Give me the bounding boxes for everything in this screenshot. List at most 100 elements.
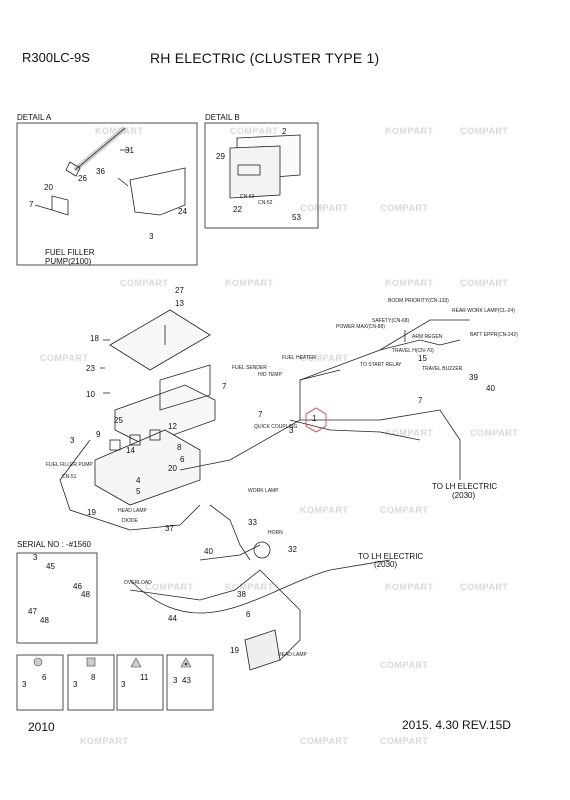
connector-label: CN-51	[62, 474, 77, 480]
part-number: 3	[33, 553, 38, 562]
part-number: CN-53	[240, 194, 255, 200]
watermark-compart: COMPART	[120, 278, 169, 288]
watermark-kompart: KOMPART	[385, 126, 434, 136]
watermark-compart: COMPART	[230, 126, 279, 136]
watermark-compart: COMPART	[40, 353, 89, 363]
part-number: 24	[178, 207, 187, 216]
serial-label: SERIAL NO : -#1560	[17, 540, 91, 549]
part-number: 48	[81, 590, 90, 599]
part-number: 2	[282, 127, 287, 136]
part-number: 3	[70, 436, 75, 445]
watermark-compart: COMPART	[300, 353, 349, 363]
part-number: 46	[73, 582, 82, 591]
fuel-pump-label: FUEL FILLER PUMP(2100)	[45, 248, 95, 266]
part-number: 40	[486, 384, 495, 393]
connector-label: WORK LAMP	[248, 488, 279, 494]
part-number: 1	[312, 414, 317, 423]
watermark-compart: COMPART	[380, 203, 429, 213]
part-number: 20	[44, 183, 53, 192]
part-number: 39	[469, 373, 478, 382]
part-number: 29	[216, 152, 225, 161]
connector-label: HORN	[268, 530, 283, 536]
revision-date: 2015. 4.30 REV.15D	[402, 718, 511, 732]
connector-label: DIODE	[122, 518, 138, 524]
connector-label: REAR WORK LAMP(CL-24)	[452, 308, 515, 314]
watermark-compart: COMPART	[380, 505, 429, 515]
connector-label: TO START RELAY	[360, 362, 402, 368]
connector-label: OVERLOAD	[124, 580, 152, 586]
watermark-kompart: KOMPART	[385, 278, 434, 288]
connector-label: POWER MAX(CN-88)	[336, 324, 385, 330]
connector-label: TRAVEL H(CN-70)	[392, 348, 434, 354]
connector-label: HEAD LAMP	[118, 508, 147, 514]
detail-a-title: DETAIL A	[17, 113, 52, 122]
detail-a-frame	[16, 122, 198, 266]
part-number: 5	[136, 487, 141, 496]
watermark-kompart: KOMPART	[225, 582, 274, 592]
legend-circle-icon	[33, 657, 43, 667]
connector-label: FUEL SENDER	[232, 365, 267, 371]
model-code: R300LC-9S	[22, 50, 90, 65]
part-number: 20	[168, 464, 177, 473]
legend-triangle-dot-icon	[180, 657, 192, 668]
part-number: 8	[91, 673, 96, 682]
page-title: RH ELECTRIC (CLUSTER TYPE 1)	[150, 50, 380, 66]
part-number: 7	[222, 382, 227, 391]
part-number: 33	[248, 518, 257, 527]
watermark-compart: COMPART	[300, 203, 349, 213]
part-number: 19	[230, 646, 239, 655]
part-number: 48	[40, 616, 49, 625]
part-number: 8	[177, 443, 182, 452]
watermark-compart: COMPART	[460, 278, 509, 288]
part-number: 3	[289, 426, 294, 435]
serial-frame	[16, 552, 98, 644]
part-number: 6	[42, 673, 47, 682]
part-number: 3	[173, 676, 178, 685]
detail-b-title: DETAIL B	[205, 113, 240, 122]
connector-label: H/D TEMP	[258, 372, 282, 378]
watermark-kompart: KOMPART	[385, 428, 434, 438]
part-number: 4	[136, 476, 141, 485]
detail-b-frame	[204, 122, 319, 229]
watermark-compart: COMPART	[460, 582, 509, 592]
part-number: 53	[292, 213, 301, 222]
part-number: 18	[90, 334, 99, 343]
watermark-compart: COMPART	[300, 736, 349, 746]
part-number: 11	[140, 673, 149, 682]
watermark-compart: COMPART	[470, 428, 519, 438]
part-number: 31	[125, 146, 134, 155]
part-number: 13	[175, 299, 184, 308]
part-number: 3	[73, 680, 78, 689]
part-number: 27	[175, 286, 184, 295]
connector-label: BOOM PRIORITY(CN-133)	[388, 298, 449, 304]
part-number: 6	[246, 610, 251, 619]
watermark-compart: COMPART	[380, 736, 429, 746]
connector-label: BATT EPPR(CN-242)	[470, 332, 518, 338]
part-number: 6	[180, 455, 185, 464]
part-number: 45	[46, 562, 55, 571]
to-lh-electric-label: TO LH ELECTRIC	[432, 482, 498, 491]
part-number: 43	[182, 676, 191, 685]
part-number: 38	[237, 590, 246, 599]
part-number: 40	[204, 547, 213, 556]
legend-square-icon	[86, 657, 96, 667]
part-number: 23	[86, 364, 95, 373]
watermark-compart: COMPART	[145, 582, 194, 592]
connector-label: FUEL FILLER PUMP	[46, 462, 93, 468]
part-number: 36	[96, 167, 105, 176]
part-number: 44	[168, 614, 177, 623]
part-number: 10	[86, 390, 95, 399]
connector-label: ARM REGEN	[412, 334, 443, 340]
connector-label: QUICK COUPLING	[254, 424, 298, 430]
part-number: 3	[149, 232, 154, 241]
watermark-compart: COMPART	[380, 660, 429, 670]
part-number: 3	[22, 680, 27, 689]
part-number: 19	[87, 508, 96, 517]
watermark-kompart: KOMPART	[80, 736, 129, 746]
part-number: 14	[126, 446, 135, 455]
part-number: 47	[28, 607, 37, 616]
part-number: 3	[121, 680, 126, 689]
watermark-compart: COMPART	[460, 126, 509, 136]
part-number: 15	[418, 354, 427, 363]
